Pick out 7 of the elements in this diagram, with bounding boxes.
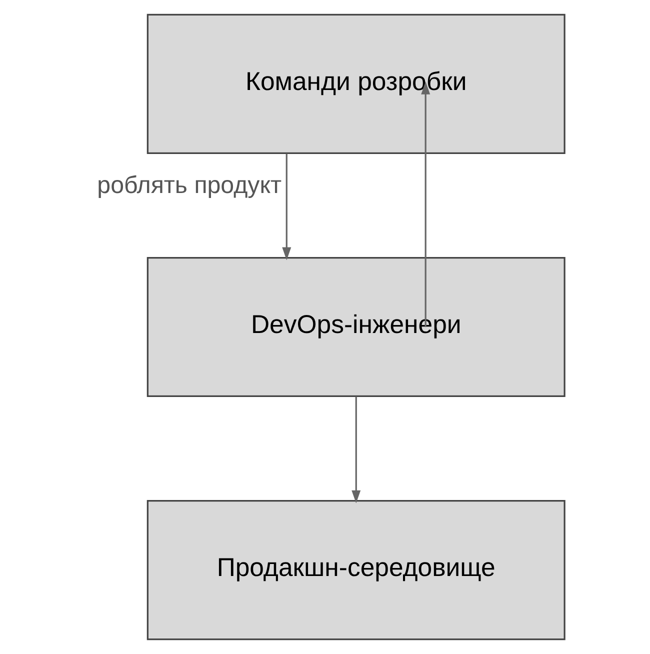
node-box: DevOps-інженери bbox=[146, 256, 566, 398]
node-box: Продакшн-середовище bbox=[146, 500, 566, 640]
node-box: Команди розробки bbox=[146, 14, 566, 154]
arrow bbox=[352, 396, 361, 504]
edge-label: роблять продукт bbox=[97, 172, 282, 199]
arrow bbox=[282, 154, 292, 260]
arrow bbox=[421, 82, 430, 327]
